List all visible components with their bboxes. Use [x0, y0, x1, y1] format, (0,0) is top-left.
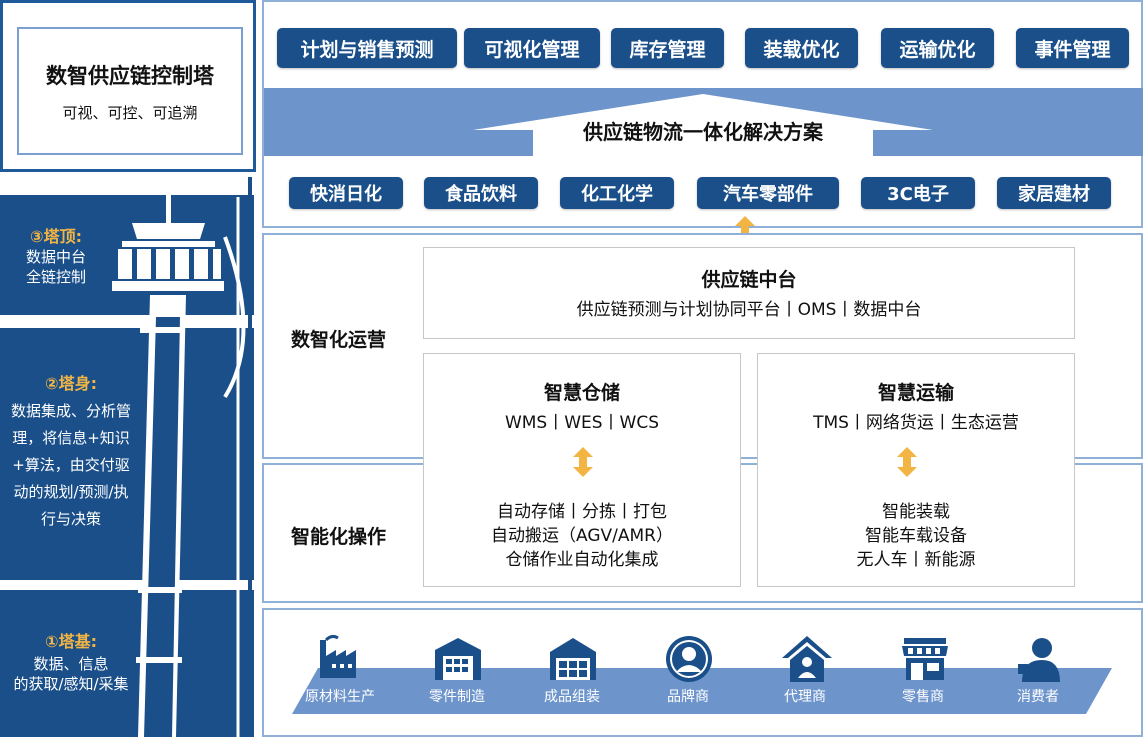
tower-tier-base: ①塔基: 数据、信息 的获取/感知/采集 [0, 590, 254, 737]
warehouse-ops-list: 自动存储丨分拣丨打包 自动搬运（AGV/AMR） 仓储作业自动化集成 [423, 500, 741, 572]
tier-body-line: +算法，由交付驱 [12, 456, 130, 474]
industry-pill-fmcg[interactable]: 快消日化 [289, 177, 403, 209]
tier-body-line: 动的规划/预测/执 [13, 483, 129, 501]
industry-pill-home[interactable]: 家居建材 [997, 177, 1111, 209]
platform-desc: 供应链预测与计划协同平台丨OMS丨数据中台 [576, 299, 922, 320]
warehouse-header: 智慧仓储 WMS丨WES丨WCS [423, 378, 741, 435]
function-pill-visibility[interactable]: 可视化管理 [464, 28, 600, 68]
industry-pill-3c[interactable]: 3C电子 [861, 177, 975, 209]
transport-ops-list: 智能装载 智能车载设备 无人车丨新能源 [757, 500, 1075, 572]
tier-body-line: 理，将信息+知识 [12, 429, 130, 447]
chain-node-label: 消费者 [1017, 689, 1059, 705]
solution-banner-text: 供应链物流一体化解决方案 [583, 120, 823, 144]
transport-ops-item: 智能车载设备 [865, 526, 967, 546]
chain-node-label: 原材料生产 [305, 689, 375, 705]
warehouse-ops-item: 仓储作业自动化集成 [505, 550, 659, 570]
warehouse-title: 智慧仓储 [543, 382, 620, 404]
tier-top-line: 全链控制 [25, 268, 86, 286]
assembly-plant-icon [550, 638, 596, 680]
function-pill-plan-forecast[interactable]: 计划与销售预测 [277, 28, 457, 68]
transport-ops-item: 无人车丨新能源 [856, 550, 976, 570]
tier-top-line: 数据中台 [25, 248, 86, 266]
function-pill-event[interactable]: 事件管理 [1016, 28, 1129, 68]
tier-base-line: 的获取/感知/采集 [13, 675, 129, 693]
title-inner-frame: 数智供应链控制塔 可视、可控、可追溯 [17, 27, 243, 155]
platform-title: 供应链中台 [701, 268, 797, 291]
brand-person-icon [666, 636, 712, 682]
up-arrow-icon [473, 94, 933, 156]
page-title: 数智供应链控制塔 [46, 63, 214, 88]
title-box: 数智供应链控制塔 可视、可控、可追溯 [0, 0, 256, 172]
tower-tier-top: ③塔顶: 数据中台 全链控制 [0, 195, 254, 315]
page-subtitle: 可视、可控、可追溯 [62, 103, 198, 122]
transport-header: 智慧运输 TMS丨网络货运丨生态运营 [757, 378, 1075, 435]
industry-pill-food[interactable]: 食品饮料 [424, 177, 538, 209]
agent-house-icon [782, 636, 832, 682]
chain-node-label: 零售商 [902, 689, 944, 705]
double-arrow-icon [573, 447, 593, 477]
tier-base-label: ①塔基: [45, 632, 97, 651]
tier-body-line: 数据集成、分析管 [10, 402, 131, 420]
smart-ops-label: 智能化操作 [291, 526, 387, 548]
industry-pill-chemical[interactable]: 化工化学 [560, 177, 674, 209]
chain-node-label: 品牌商 [667, 689, 709, 705]
tier-body-label: ②塔身: [45, 374, 97, 393]
tier-top-label: ③塔顶: [30, 227, 82, 246]
transport-column-box [757, 353, 1075, 587]
transport-desc: TMS丨网络货运丨生态运营 [813, 413, 1019, 433]
warehouse-icon [435, 638, 481, 680]
tier-body-line: 行与决策 [40, 510, 101, 528]
chain-node-label: 代理商 [784, 689, 826, 705]
chain-node-label: 零件制造 [429, 689, 485, 705]
chain-node-label: 成品组装 [544, 689, 600, 705]
warehouse-ops-item: 自动搬运（AGV/AMR） [491, 526, 673, 546]
industry-pill-auto-parts[interactable]: 汽车零部件 [697, 177, 839, 209]
warehouse-ops-item: 自动存储丨分拣丨打包 [497, 502, 667, 522]
function-pill-inventory[interactable]: 库存管理 [611, 28, 724, 68]
function-pill-loading[interactable]: 装载优化 [745, 28, 858, 68]
tower-tier-body: ②塔身: 数据集成、分析管 理，将信息+知识 +算法，由交付驱 动的规划/预测/… [0, 328, 254, 580]
transport-title: 智慧运输 [877, 382, 954, 404]
warehouse-desc: WMS丨WES丨WCS [504, 413, 660, 433]
store-icon [902, 638, 948, 680]
digital-ops-label: 数智化运营 [291, 329, 387, 351]
factory-icon [320, 634, 356, 678]
control-tower-icon [112, 177, 252, 737]
platform-box: 供应链中台 供应链预测与计划协同平台丨OMS丨数据中台 [423, 247, 1075, 339]
tier-base-line: 数据、信息 [33, 655, 109, 673]
double-arrow-icon [897, 447, 917, 477]
transport-ops-item: 智能装载 [882, 502, 950, 522]
function-pill-transport[interactable]: 运输优化 [881, 28, 994, 68]
consumer-icon [1018, 638, 1060, 682]
